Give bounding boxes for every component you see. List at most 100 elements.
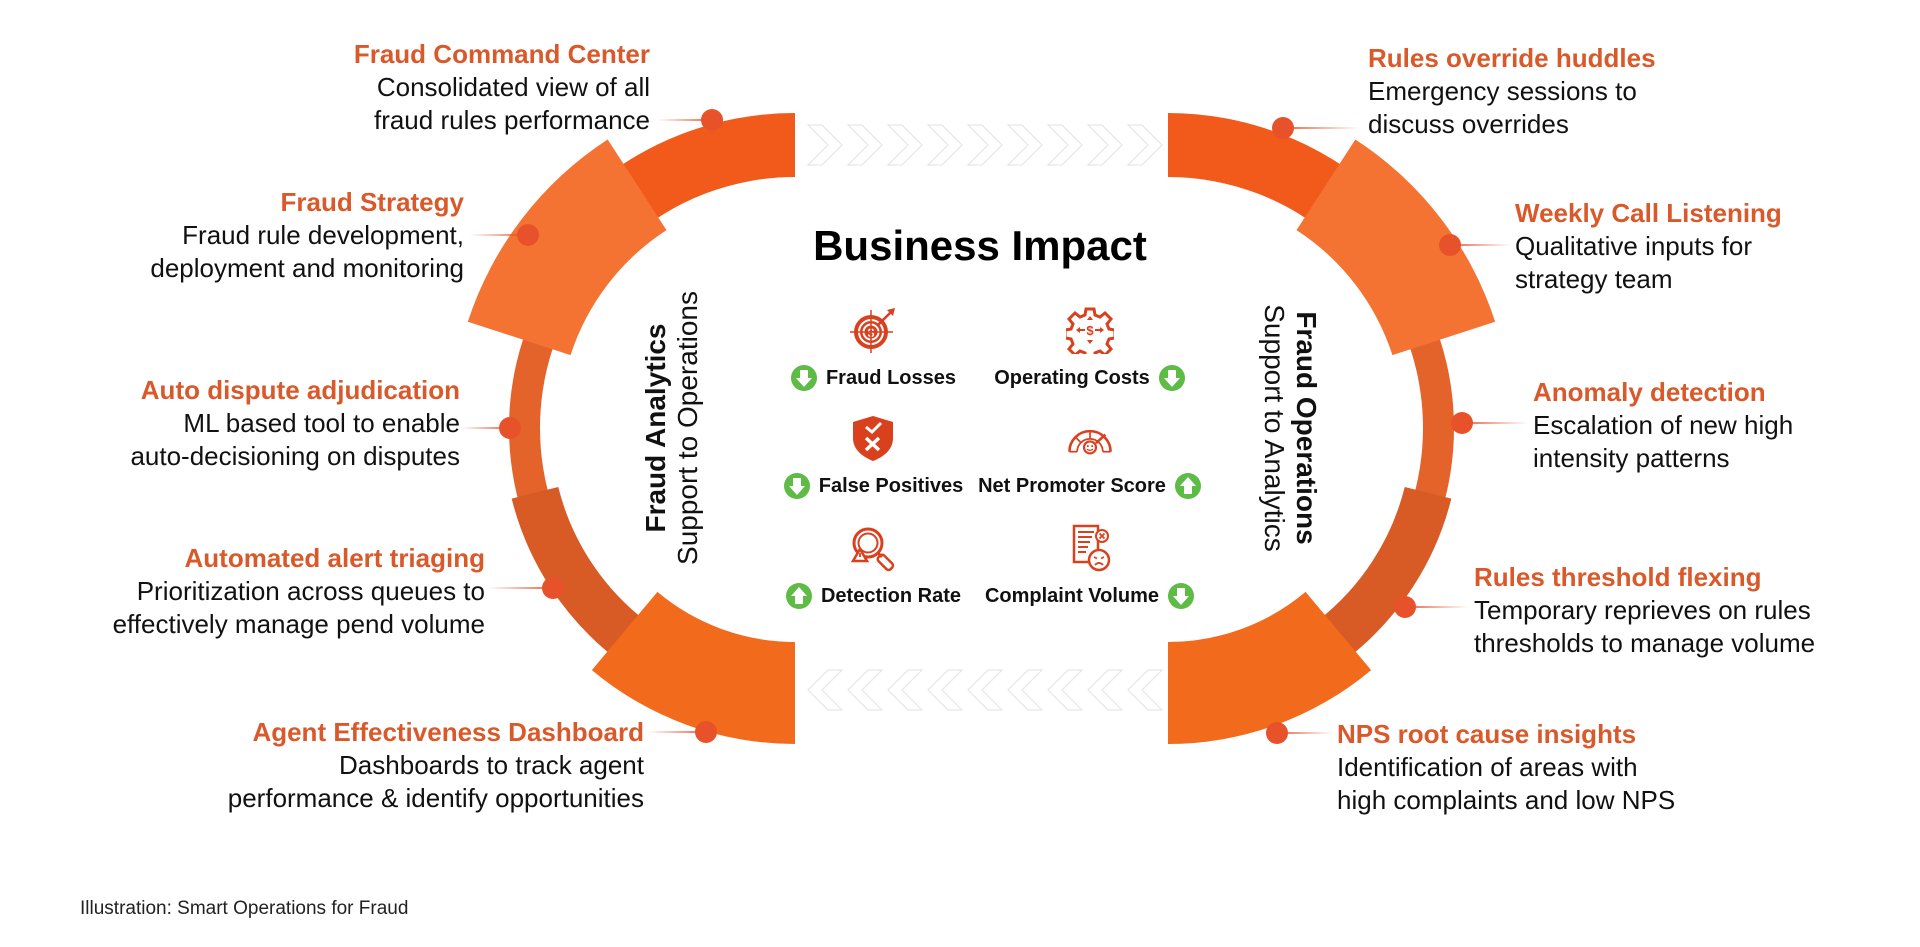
chevron-left-icon (927, 669, 964, 711)
left-item-auto-dispute: Auto dispute adjudication ML based tool … (130, 374, 460, 473)
metric-label: Net Promoter Score (978, 474, 1166, 497)
item-title: Automated alert triaging (184, 543, 485, 573)
chevron-left-icon (1007, 669, 1044, 711)
item-title: Auto dispute adjudication (140, 375, 460, 405)
connector-line (1462, 422, 1528, 424)
item-title: NPS root cause insights (1337, 719, 1637, 749)
shield-check-x-icon (853, 416, 893, 461)
flow-chevrons-right (806, 124, 1163, 166)
arc-segment-3 (1400, 311, 1454, 526)
metric-false-positives: False Positives (743, 414, 1003, 505)
chevron-right-icon (886, 124, 923, 166)
connector-dot (701, 109, 723, 131)
item-desc: Fraud rule development, deployment and m… (150, 220, 464, 283)
left-item-fraud-strategy: Fraud Strategy Fraud rule development, d… (150, 186, 464, 285)
right-item-threshold-flexing: Rules threshold flexing Temporary reprie… (1474, 561, 1815, 660)
chevron-right-icon (1006, 124, 1043, 166)
connector-line (488, 587, 553, 589)
connector-line (1277, 732, 1332, 734)
operations-heading: Fraud Operations (1291, 311, 1322, 545)
operations-arc (1168, 113, 1496, 744)
arc-segment-5 (1168, 591, 1372, 744)
metric-label: Operating Costs (994, 366, 1150, 389)
arc-segment-2 (1296, 139, 1496, 356)
item-title: Agent Effectiveness Dashboard (252, 717, 644, 747)
connector-line (470, 234, 528, 236)
item-desc: Consolidated view of all fraud rules per… (373, 72, 650, 135)
chevron-left-icon (847, 669, 884, 711)
right-item-anomaly-detection: Anomaly detection Escalation of new high… (1533, 376, 1793, 475)
arc-segment-4 (1318, 487, 1452, 659)
trend-down-icon (790, 365, 817, 391)
left-item-agent-dashboard: Agent Effectiveness Dashboard Dashboards… (228, 716, 644, 815)
metric-label: False Positives (818, 474, 964, 497)
trend-down-icon (783, 473, 810, 499)
arc-segment-4 (511, 487, 645, 659)
item-title: Weekly Call Listening (1515, 198, 1782, 228)
connector-dot (1266, 722, 1288, 744)
chevron-left-icon (1047, 669, 1084, 711)
chevron-left-icon (887, 669, 924, 711)
connector-dot (1451, 412, 1473, 434)
arc-segment-3 (509, 311, 563, 526)
item-desc: Dashboards to track agent performance & … (227, 750, 644, 813)
connector-dot (1272, 117, 1294, 139)
figure-caption: Illustration: Smart Operations for Fraud (80, 898, 409, 919)
connector-line (648, 731, 706, 733)
left-item-command-center: Fraud Command Center Consolidated view o… (354, 38, 650, 137)
connector-dot (499, 417, 521, 439)
analytics-label: Fraud Analytics Support to Operations (640, 228, 704, 628)
chevron-left-icon (807, 669, 844, 711)
arc-segment-2 (467, 139, 667, 356)
item-desc: Escalation of new high intensity pattern… (1533, 410, 1794, 473)
analytics-heading: Fraud Analytics (640, 323, 671, 533)
svg-text:$: $ (1086, 323, 1094, 338)
metric-label: Detection Rate (820, 584, 962, 607)
business-impact-title: Business Impact (813, 222, 1147, 269)
connector-line (462, 427, 510, 429)
item-title: Rules threshold flexing (1474, 562, 1762, 592)
item-title: Rules override huddles (1368, 43, 1656, 73)
connector-line (1405, 606, 1468, 608)
trend-down-icon (1158, 365, 1185, 391)
operations-subheading: Support to Analytics (1259, 304, 1290, 552)
item-desc: Prioritization across queues to effectiv… (112, 576, 485, 639)
analytics-arc (467, 113, 795, 744)
connector-dot (1394, 596, 1416, 618)
trend-down-icon (1168, 583, 1195, 609)
item-desc: Identification of areas with high compla… (1337, 752, 1676, 815)
arc-segment-5 (591, 591, 795, 744)
metric-operating-costs: $ Operating Costs (960, 306, 1220, 392)
chevron-right-icon (926, 124, 963, 166)
chevron-right-icon (1046, 124, 1083, 166)
connector-dot (542, 577, 564, 599)
chevron-right-icon (966, 124, 1003, 166)
item-desc: ML based tool to enable auto-decisioning… (130, 408, 460, 471)
metric-label: Fraud Losses (825, 366, 957, 389)
metric-label: Complaint Volume (984, 584, 1160, 607)
trend-up-icon (785, 583, 812, 609)
connector-line (658, 119, 712, 121)
chevron-right-icon (806, 124, 843, 166)
chevron-left-icon (967, 669, 1004, 711)
connector-dot (695, 721, 717, 743)
right-item-call-listening: Weekly Call Listening Qualitative inputs… (1515, 197, 1782, 296)
gear-dollar-icon: $ (1066, 307, 1114, 354)
item-title: Fraud Strategy (280, 187, 465, 217)
chevron-left-icon (1127, 669, 1164, 711)
item-title: Fraud Command Center (353, 39, 650, 69)
right-item-override-huddles: Rules override huddles Emergency session… (1368, 42, 1656, 141)
trend-up-icon (1174, 473, 1201, 499)
metric-net-promoter-score: Net Promoter Score (960, 414, 1220, 500)
connectors (462, 109, 1528, 744)
connector-line (1450, 244, 1510, 246)
operations-label: Fraud Operations Support to Analytics (1258, 228, 1322, 628)
connector-dot (1439, 234, 1461, 256)
chevron-left-icon (1087, 669, 1124, 711)
left-item-alert-triaging: Automated alert triaging Prioritization … (113, 542, 485, 641)
chevron-right-icon (1086, 124, 1123, 166)
right-item-nps-insights: NPS root cause insights Identification o… (1337, 718, 1675, 817)
target-dollar-icon: $ (850, 308, 895, 353)
metric-complaint-volume: Complaint Volume (960, 524, 1220, 610)
